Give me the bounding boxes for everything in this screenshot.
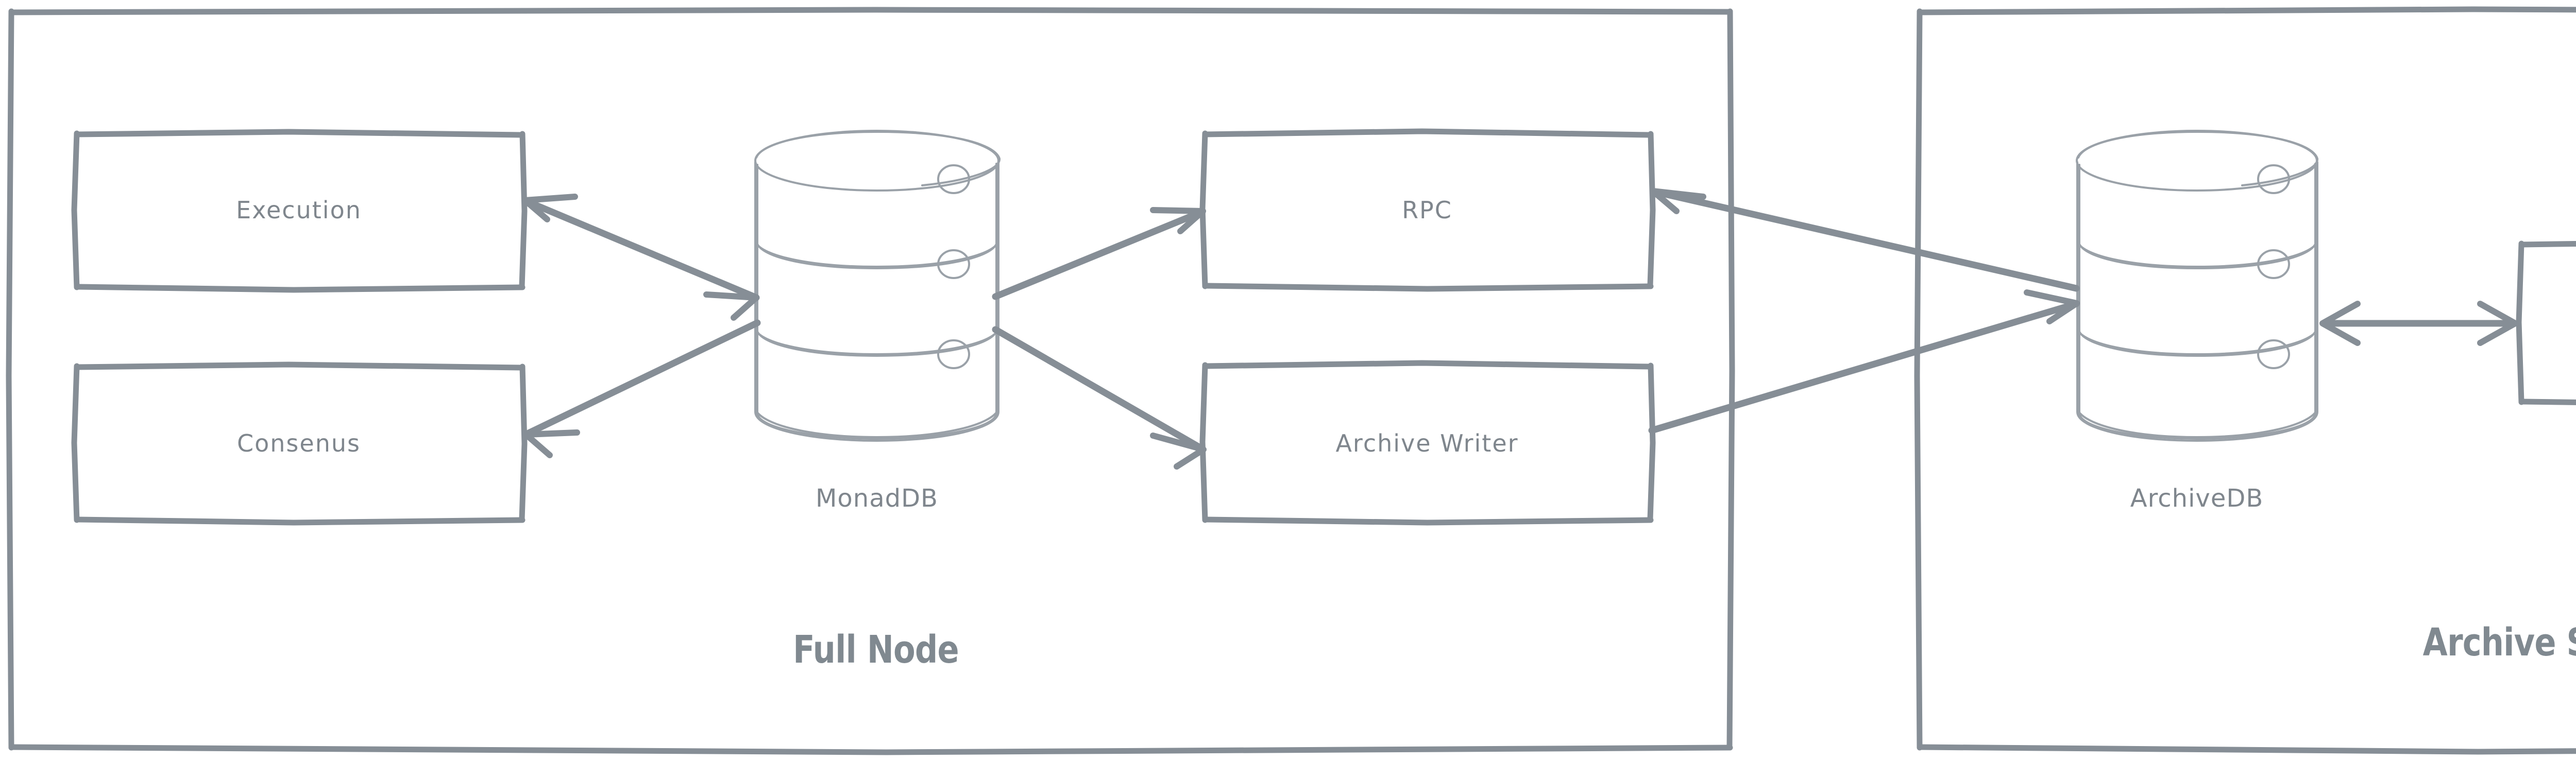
node-consensus[interactable] <box>71 361 528 526</box>
edge-monaddb-consensus <box>523 319 761 458</box>
panel-archive-server <box>1914 6 2576 755</box>
db-light-icon <box>2257 249 2290 279</box>
node-monaddb[interactable] <box>754 130 1001 442</box>
db-light-icon <box>937 164 970 194</box>
edge-archivedb-indexer <box>2319 301 2518 346</box>
node-label-archivedb: ArchiveDB <box>2130 484 2264 513</box>
edge-monaddb-rpc <box>992 207 1206 300</box>
edge-archive-writer-archivedb <box>1648 289 2080 434</box>
db-light-icon <box>937 339 970 369</box>
node-indexer[interactable] <box>2516 240 2576 405</box>
node-execution[interactable] <box>71 129 528 293</box>
edge-monaddb-archive-writer <box>992 326 1207 470</box>
db-light-icon <box>2257 164 2290 194</box>
db-light-icon <box>937 249 970 279</box>
db-light-icon <box>2257 339 2290 369</box>
edge-monaddb-execution <box>522 194 760 321</box>
panel-full-node <box>6 7 1735 755</box>
node-label-monaddb: MonadDB <box>816 484 938 513</box>
node-archive-writer[interactable] <box>1199 360 1656 526</box>
node-archivedb[interactable] <box>2076 130 2318 442</box>
panel-title-full-node: Full Node <box>793 628 959 672</box>
edge-archivedb-rpc <box>1650 188 2080 292</box>
panel-title-archive-server: Archive Server <box>2422 620 2576 665</box>
node-rpc[interactable] <box>1199 128 1656 292</box>
